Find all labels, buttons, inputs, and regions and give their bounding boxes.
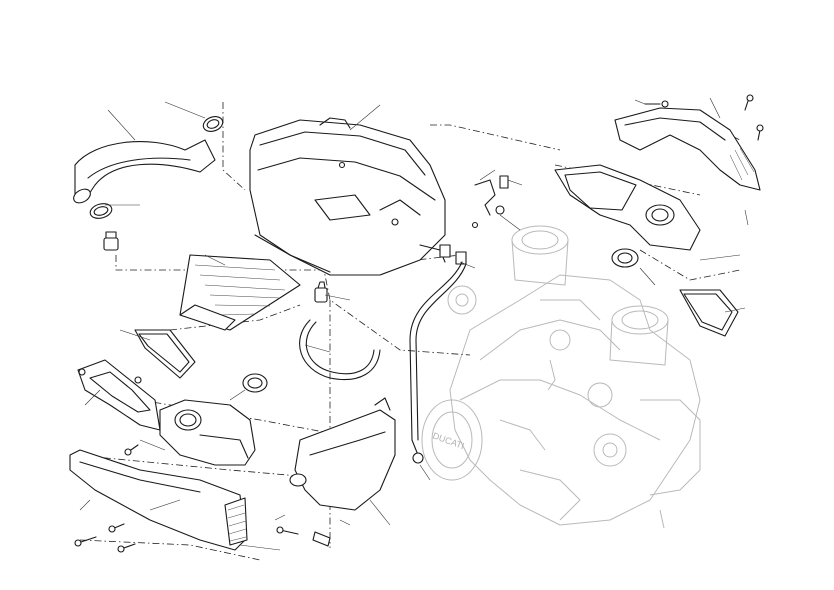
leader-lines — [79, 97, 749, 551]
lower-screws — [74, 523, 136, 553]
drain-hose — [409, 244, 467, 464]
air-filter — [179, 254, 301, 331]
engine-ghost: DUCATI — [421, 225, 701, 529]
right-gasket-plate — [554, 164, 701, 251]
rubber-grommet-left — [242, 373, 268, 393]
airbox — [249, 117, 446, 276]
throttle-cable-bracket — [471, 175, 509, 229]
drain-fitting — [312, 531, 331, 547]
intake-hose — [73, 139, 216, 204]
airbox-base-plate — [77, 359, 161, 431]
clamp-screws — [276, 526, 299, 535]
breather-tube — [299, 319, 381, 380]
engine-logo: DUCATI — [431, 430, 465, 451]
hose-clamp-upper — [202, 116, 224, 132]
breather-valve — [314, 281, 328, 303]
right-grommet — [611, 248, 639, 268]
right-gasket — [679, 289, 739, 337]
right-duct-plate — [614, 94, 764, 191]
breather-fitting — [103, 231, 119, 251]
hose-clamp-lower — [89, 203, 113, 219]
side-cover — [69, 449, 248, 551]
air-intake-duct — [159, 399, 256, 466]
small-cover — [289, 397, 396, 511]
filter-gasket — [134, 329, 196, 379]
duct-screws — [124, 444, 139, 456]
